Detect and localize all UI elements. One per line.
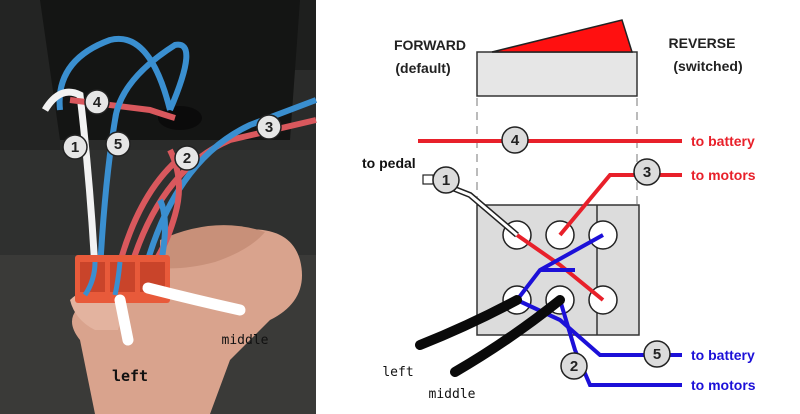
photo-left-label: left xyxy=(112,367,148,385)
forward-label: FORWARD xyxy=(394,37,466,53)
svg-text:5: 5 xyxy=(114,136,122,153)
photo-badge-2: 2 xyxy=(174,145,200,171)
diagram-badge-2: 2 xyxy=(560,352,588,380)
wire-2-target-label: to motors xyxy=(691,377,756,393)
svg-text:5: 5 xyxy=(653,346,661,363)
diagram-badge-3: 3 xyxy=(633,158,661,186)
wire-3-target-label: to motors xyxy=(691,167,756,183)
photo-badge-5: 5 xyxy=(105,131,131,157)
middle-marker-stroke xyxy=(142,282,246,316)
photo-badge-1: 1 xyxy=(62,134,88,160)
red-bridge xyxy=(515,233,605,302)
left-marker-stroke xyxy=(114,294,134,346)
wire-1-target-label: to pedal xyxy=(362,155,416,171)
svg-text:1: 1 xyxy=(442,172,450,189)
svg-text:4: 4 xyxy=(93,94,102,111)
reverse-sub-label: (switched) xyxy=(673,58,742,74)
reverse-label: REVERSE xyxy=(669,35,736,51)
forward-sub-label: (default) xyxy=(395,60,450,76)
diagram-badge-5: 5 xyxy=(643,340,671,368)
pedal-connector xyxy=(422,174,434,185)
diagram-left-label: left xyxy=(382,365,413,380)
photo-panel: 4 1 5 2 3 middle left xyxy=(0,0,318,414)
diagram-middle-label: middle xyxy=(429,387,476,402)
svg-text:2: 2 xyxy=(570,358,578,375)
svg-text:3: 3 xyxy=(643,164,651,181)
wire-5-line xyxy=(516,298,682,357)
wire-5-target-label: to battery xyxy=(691,347,755,363)
photo-badge-3: 3 xyxy=(256,114,282,140)
svg-text:2: 2 xyxy=(183,150,191,167)
wire-4-target-label: to battery xyxy=(691,133,755,149)
middle-marker-line xyxy=(450,295,565,377)
diagram-badge-1: 1 xyxy=(432,166,460,194)
svg-text:4: 4 xyxy=(511,132,520,149)
wiring-diagram: FORWARD (default) REVERSE (switched) to … xyxy=(362,19,756,402)
photo-badge-4: 4 xyxy=(84,89,110,115)
svg-text:1: 1 xyxy=(71,139,79,156)
rocker-switch xyxy=(476,19,638,97)
photo-middle-label: middle xyxy=(222,333,269,348)
diagram-badge-4: 4 xyxy=(501,126,529,154)
left-marker-line xyxy=(415,295,522,350)
rocker-paddle xyxy=(491,19,634,53)
svg-text:3: 3 xyxy=(265,119,273,136)
